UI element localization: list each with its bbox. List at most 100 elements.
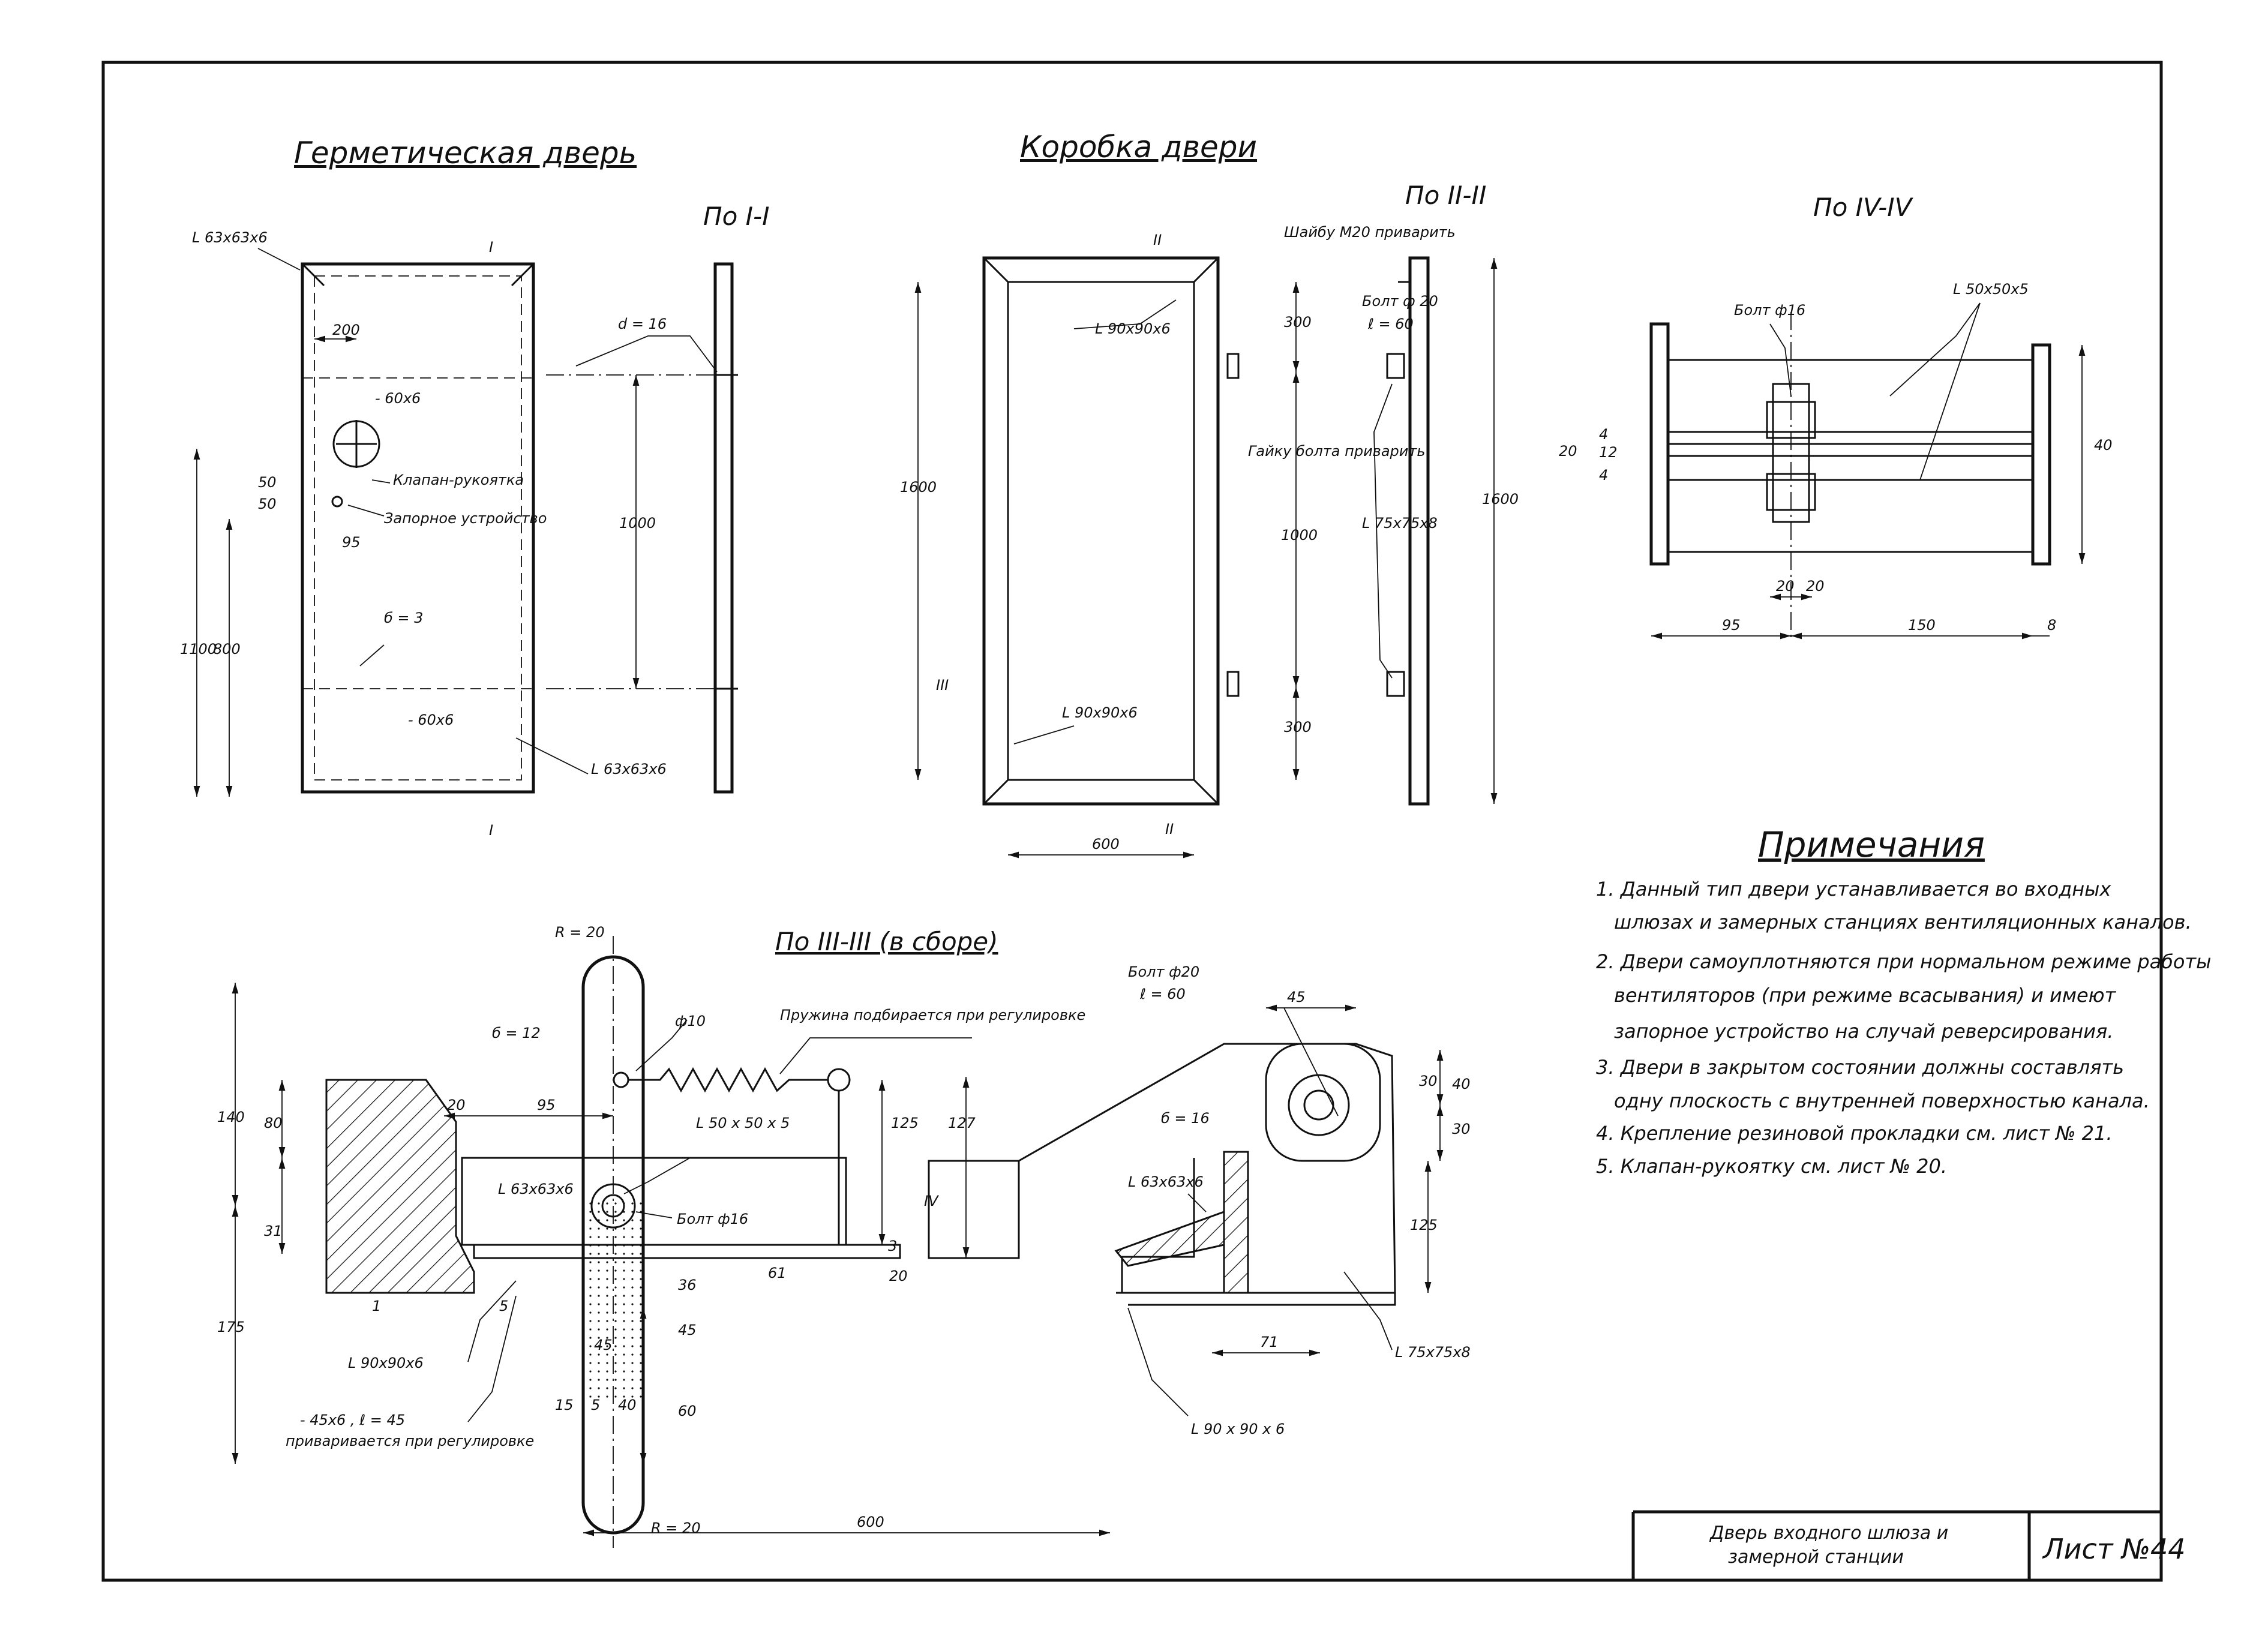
sec3-dim-31: 31 <box>264 1223 283 1239</box>
sheet-border <box>101 61 2163 1582</box>
mark-I-bottom: I <box>489 822 493 839</box>
frame-dim-1000: 1000 <box>1281 527 1318 544</box>
door-strip-bottom: - 60х6 <box>408 712 454 728</box>
note-line-3: 2. Двери самоуплотняются при нормальном … <box>1596 950 2211 973</box>
sec3-dim-30a: 30 <box>1419 1073 1438 1089</box>
sec3-dim-125b: 125 <box>1410 1217 1438 1233</box>
sec3-dim-3: 3 <box>888 1238 897 1254</box>
door-dim-95: 95 <box>342 534 361 551</box>
frame-dim-600: 600 <box>1092 836 1120 852</box>
sec3-strip-note: приваривается при регулировке <box>286 1433 534 1449</box>
door-valve-label: Клапан-рукоятка <box>393 472 524 488</box>
sec3-dim-125a: 125 <box>891 1115 919 1131</box>
sec3-angle-75: L 75х75х8 <box>1395 1344 1471 1361</box>
sheet-number: Лист №44 <box>2042 1533 2186 1565</box>
door-dim-50b: 50 <box>258 474 277 491</box>
sec3-dim-1: 1 <box>372 1298 381 1314</box>
sec3-dim-36: 36 <box>678 1277 697 1293</box>
sec3-bolt16: Болт ф16 <box>677 1211 748 1227</box>
frame-washer: Шайбу М20 приварить <box>1284 224 1456 241</box>
sec4-dim-12: 12 <box>1599 444 1618 461</box>
sec3-bolt20-len: ℓ = 60 <box>1139 986 1186 1002</box>
sec3-plate16: б = 16 <box>1161 1110 1210 1127</box>
sec4-dim-20c: 20 <box>1806 578 1825 595</box>
sec3-dim-20b: 20 <box>889 1268 908 1284</box>
section-1-title: По I-I <box>703 202 770 231</box>
sec3-strip: - 45х6 , ℓ = 45 <box>300 1412 405 1428</box>
sec3-angle-90: L 90х90х6 <box>348 1355 424 1371</box>
sec3-dim-40: 40 <box>618 1397 637 1413</box>
sec3-angle-63: L 63х63х6 <box>498 1181 574 1197</box>
frame-dim-1600a: 1600 <box>900 479 937 496</box>
frame-dim-300a: 300 <box>1284 314 1312 331</box>
door-frame-title: Коробка двери <box>1020 130 1257 164</box>
mark-III: III <box>936 677 949 694</box>
door-pin-label: d = 16 <box>618 316 667 332</box>
section-2-title: По II-II <box>1405 181 1486 210</box>
sec3-r-top: R = 20 <box>555 924 605 941</box>
title-block <box>1631 1510 2161 1580</box>
frame-angle-side: L 75х75х8 <box>1362 515 1438 532</box>
sec3-dim-127: 127 <box>948 1115 976 1131</box>
sec3-angle-50: L 50 х 50 х 5 <box>696 1115 790 1131</box>
sec3-angle-63b: L 63х63х6 <box>1128 1173 1204 1190</box>
section-3-view <box>232 936 1444 1548</box>
sec3-dim-45a: 45 <box>678 1322 697 1338</box>
door-frame-view <box>914 256 1300 858</box>
note-line-8: 4. Крепление резиновой прокладки см. лис… <box>1596 1122 2112 1145</box>
frame-dim-1600b: 1600 <box>1482 491 1519 508</box>
mark-II-bottom: II <box>1165 821 1174 837</box>
sec3-dim-45c: 45 <box>1287 989 1306 1005</box>
note-line-2: шлюзах и замерных станциях вентиляционны… <box>1614 911 2192 933</box>
sec3-dim-45b: 45 <box>594 1337 613 1353</box>
note-line-5: запорное устройство на случай реверсиров… <box>1614 1020 2113 1043</box>
door-lock-label: Запорное устройство <box>384 510 547 527</box>
sec3-dim-175: 175 <box>217 1319 245 1335</box>
sec4-dim-20b: 20 <box>1776 578 1795 595</box>
frame-nut: Гайку болта приварить <box>1248 443 1425 460</box>
sec4-dim-150: 150 <box>1908 617 1936 634</box>
sec3-spring-1: Пружина подбирается при регулировке <box>780 1007 1085 1023</box>
door-dim-1000: 1000 <box>619 515 656 532</box>
hermetic-door-title: Герметическая дверь <box>294 136 637 170</box>
sec3-angle-90b: L 90 х 90 х 6 <box>1191 1421 1285 1437</box>
note-line-6: 3. Двери в закрытом состоянии должны сос… <box>1596 1056 2124 1079</box>
sec4-dim-4a: 4 <box>1599 426 1608 443</box>
door-dim-1100: 1100 <box>180 641 217 658</box>
frame-dim-300b: 300 <box>1284 719 1312 736</box>
door-angle-bottom: L 63х63х6 <box>591 761 667 778</box>
note-line-9: 5. Клапан-рукоятку см. лист № 20. <box>1596 1155 1947 1178</box>
sec4-angle: L 50х50х5 <box>1953 281 2029 298</box>
sec4-dim-4b: 4 <box>1599 467 1608 484</box>
sec3-dim-40b: 40 <box>1452 1076 1471 1092</box>
notes-title: Примечания <box>1758 824 1985 865</box>
sec3-dim-20: 20 <box>447 1097 466 1113</box>
hermetic-door-view <box>193 248 732 797</box>
frame-bolt: Болт ф 20 <box>1362 293 1438 310</box>
sec4-dim-40: 40 <box>2094 437 2113 454</box>
section-2-view <box>1373 256 1498 806</box>
sec3-dim-5a: 5 <box>591 1397 600 1413</box>
sec4-dim-95: 95 <box>1722 617 1741 634</box>
sec3-r-bottom: R = 20 <box>651 1520 701 1536</box>
note-line-7: одну плоскость с внутренней поверхностью… <box>1614 1089 2150 1112</box>
mark-II-top: II <box>1153 232 1162 248</box>
door-dim-50a: 50 <box>258 496 277 512</box>
note-line-4: вентиляторов (при режиме всасывания) и и… <box>1614 984 2117 1007</box>
mark-IV: IV <box>924 1193 939 1209</box>
title-block-line-1: Дверь входного шлюза и <box>1709 1523 1948 1544</box>
section-3-title: По III-III (в сборе) <box>775 927 998 956</box>
door-dim-200: 200 <box>332 322 360 338</box>
door-strip-top: - 60х6 <box>375 390 421 407</box>
door-angle-top: L 63х63х6 <box>192 229 268 246</box>
section-4-title: По IV-IV <box>1813 193 1914 222</box>
sec3-dim-71: 71 <box>1260 1334 1279 1350</box>
sec4-bolt: Болт ф16 <box>1734 302 1805 319</box>
sec3-dim-60: 60 <box>678 1403 697 1419</box>
sec3-hole: ф10 <box>675 1013 706 1029</box>
sec3-dim-61: 61 <box>768 1265 787 1281</box>
sec3-dim-600: 600 <box>857 1514 884 1530</box>
sec3-dim-80: 80 <box>264 1115 283 1131</box>
